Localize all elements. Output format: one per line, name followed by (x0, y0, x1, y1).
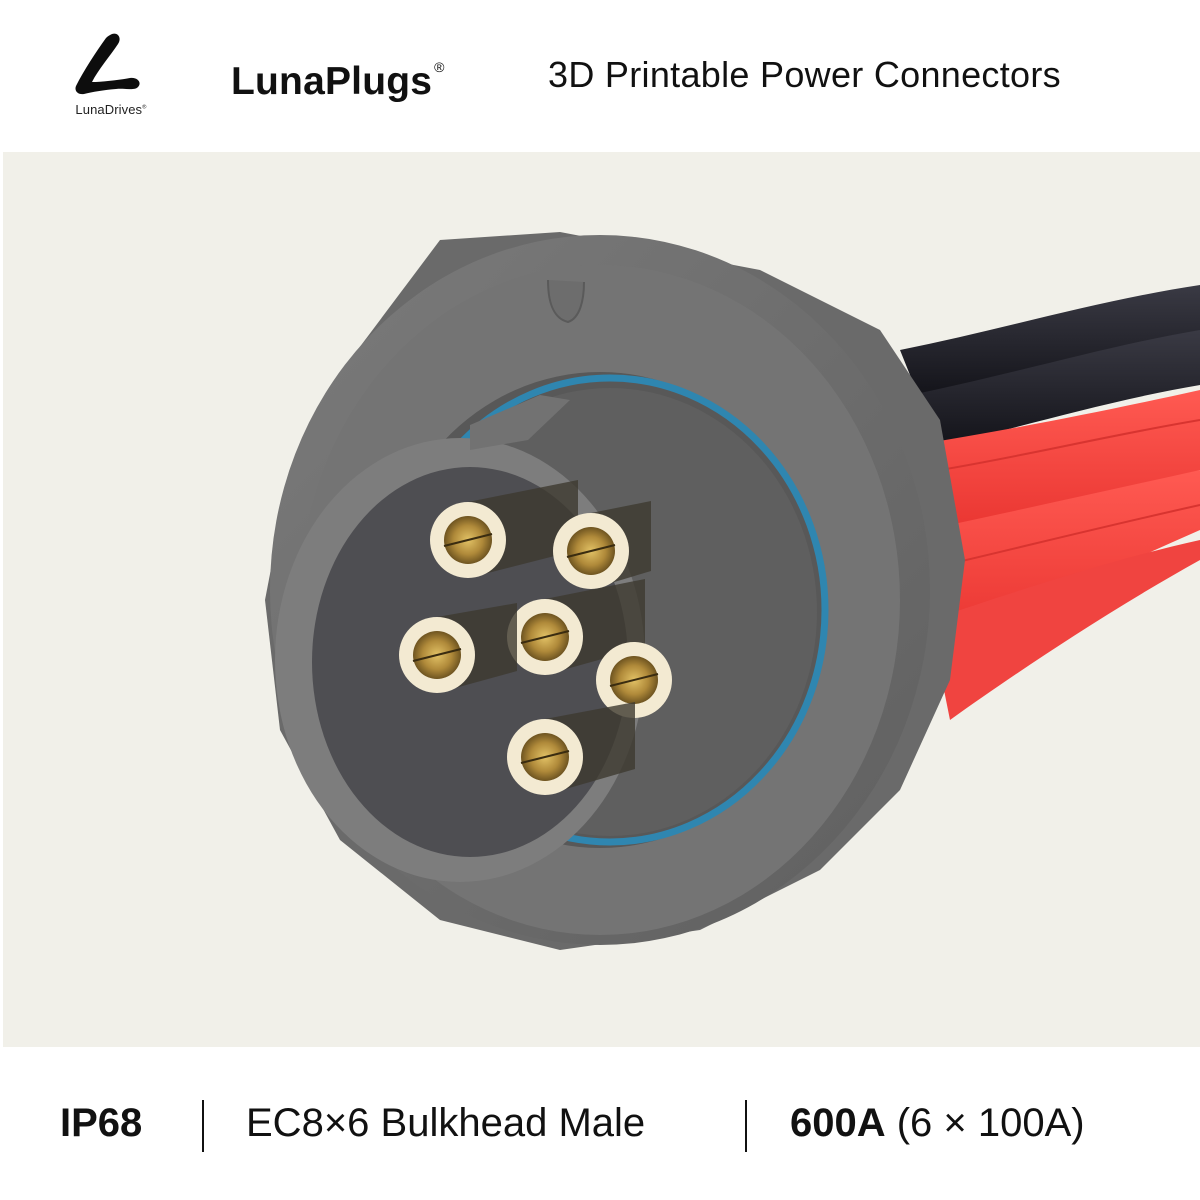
brand-title: LunaPlugs® (231, 59, 445, 103)
spec-model: EC8×6 Bulkhead Male (246, 1101, 646, 1145)
spec-divider (202, 1100, 204, 1152)
connector-render-image (265, 232, 1200, 950)
header: LunaDrives® LunaPlugs® 3D Printable Powe… (0, 0, 1200, 152)
tagline: 3D Printable Power Connectors (548, 54, 1061, 95)
lunadrives-logo: LunaDrives® (58, 30, 168, 120)
lunadrives-l-logo-icon (75, 33, 140, 95)
spec-current-rating: 600A (6 × 100A) (790, 1101, 1085, 1145)
pin-contacts (399, 480, 672, 795)
product-image-panel (3, 152, 1200, 1047)
cables (900, 285, 1200, 720)
spec-divider (745, 1100, 747, 1152)
spec-ip-rating: IP68 (60, 1101, 143, 1145)
lunadrives-caption: LunaDrives® (75, 102, 147, 117)
